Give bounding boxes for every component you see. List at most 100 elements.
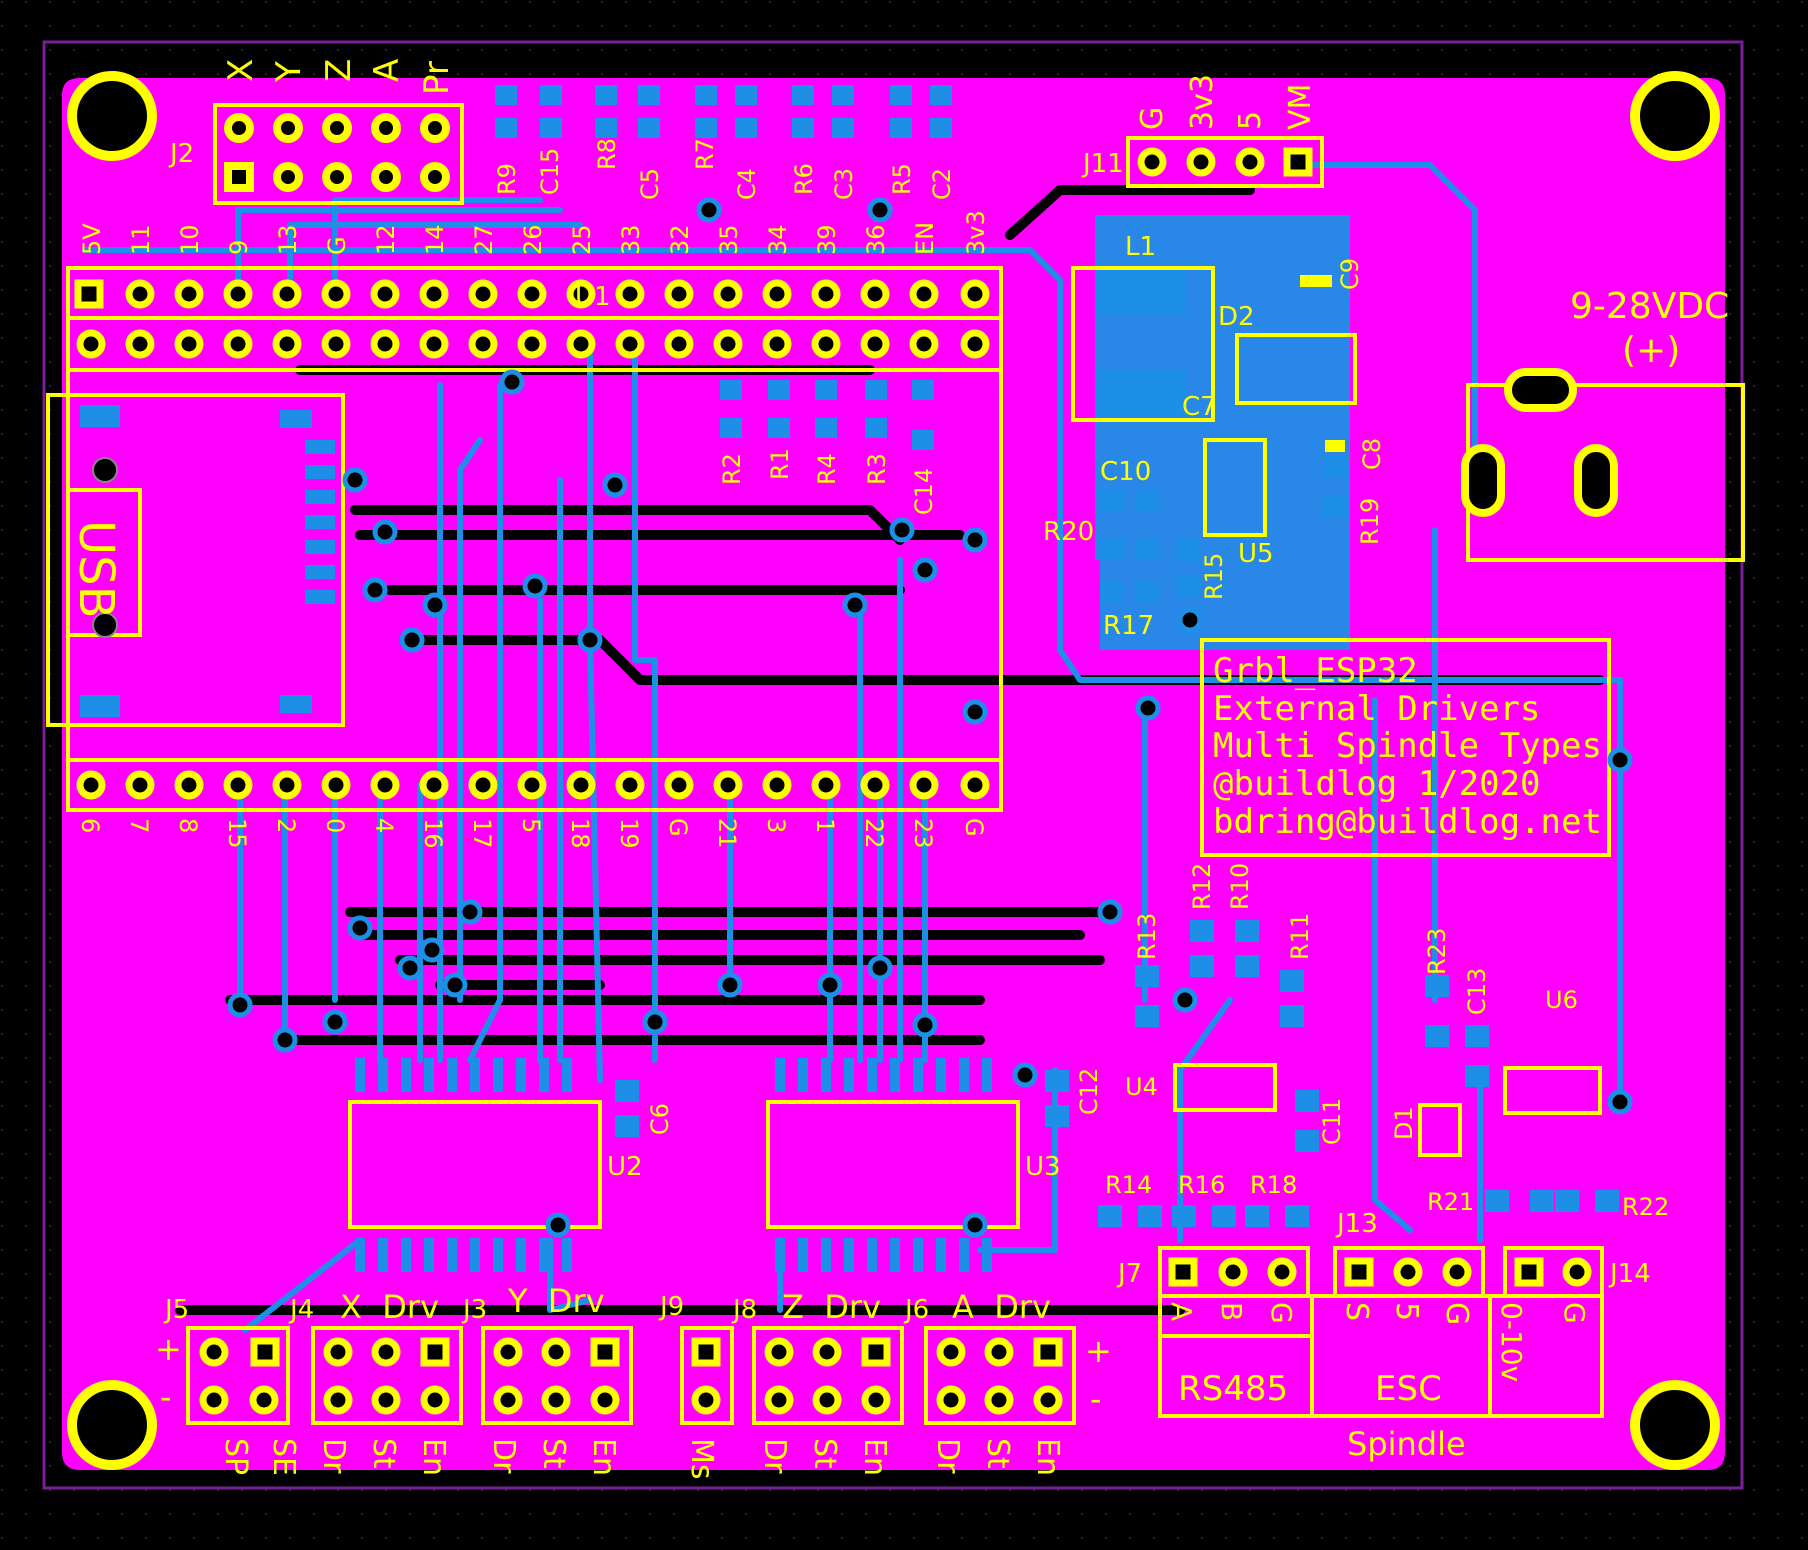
esp-top-label: 25 [568,224,596,255]
esp-bottom-label: 4 [370,818,398,833]
u4-labels: R12 R10 R13 R11 U4 C11 R14 R16 R18 [1105,863,1346,1199]
j6-label-dr: Dr [930,1438,965,1474]
esp-bottom-label: 16 [419,818,447,849]
driver-labels: U2 C6 U3 C12 [607,1068,1103,1182]
esp-bottom-label: 7 [125,818,153,833]
label-c12: C12 [1075,1068,1103,1115]
esp-bottom-label: 0 [321,818,349,833]
j3-ref: J3 [461,1295,487,1325]
esp-bottom-label: 1 [811,818,839,833]
j3-label-st: St [536,1438,571,1469]
label-r22: R22 [1622,1193,1669,1221]
esp-bottom-label: 18 [566,818,594,849]
j6-ref: J6 [903,1295,929,1325]
j11-pin-labels: G 3v3 5 VM [1135,74,1318,130]
label-r13: R13 [1133,913,1161,960]
j11-pin-5: 5 [1233,111,1268,130]
u3-chip [766,1058,1069,1272]
usb-label: USB [68,520,124,619]
esp-top-pin-row [74,279,990,359]
j7-label-g: G [1265,1302,1298,1324]
j2-ref: J2 [168,139,194,169]
esp-top-label: 10 [176,224,204,255]
esp-top-label: 36 [862,224,890,255]
j5-minus: - [160,1378,172,1416]
label-r5: R5 [888,163,916,195]
j9-label-ms: Ms [684,1438,719,1480]
j11-pin-g: G [1135,107,1170,130]
esp-bottom-label: 5 [517,818,545,833]
label-c13: C13 [1463,968,1491,1015]
dc-jack [1461,368,1745,562]
esp-top-label: EN [911,222,939,255]
esp-bottom-label: 2 [272,818,300,833]
esp-bottom-label: 8 [174,818,202,833]
label-d2: D2 [1218,302,1255,332]
title-line-2: External Drivers [1213,689,1541,729]
bottom-connectors [186,1246,1604,1425]
u6-area [1418,975,1619,1212]
label-c10: C10 [1100,457,1151,487]
j8-label-dr: Dr [757,1438,792,1474]
title-line-5: bdring@buildlog.net [1213,802,1602,842]
esp-top-label: 13 [274,224,302,255]
esp-top-label: 14 [421,224,449,255]
label-u4: U4 [1125,1073,1158,1101]
label-c14: C14 [910,468,938,515]
esp-top-label: 32 [666,224,694,255]
power-input-label: 9-28VDC [1570,286,1729,327]
j13-label-s: S [1339,1302,1374,1321]
label-r4: R4 [813,453,841,485]
label-r7: R7 [691,138,719,170]
j2-pin-x: X [221,59,261,82]
j3-label-en: En [586,1438,621,1476]
j4-label-st: St [366,1438,401,1469]
j11-ref: J11 [1081,149,1124,179]
esp-top-label: 27 [470,224,498,255]
esp-top-label: 5V [78,223,106,255]
label-u3: U3 [1025,1152,1061,1182]
j2-pin-labels: X Y Z A Pr [221,59,457,95]
esp-bottom-pin-row [76,770,990,800]
esp-top-label: 11 [127,224,155,255]
esp-bottom-label: 15 [223,818,251,849]
esp-bottom-label: 3 [762,818,790,833]
power-labels: L1 C9 D2 C7 C10 C8 R20 R19 U5 R15 R17 [1043,232,1386,641]
label-r15: R15 [1200,553,1228,600]
j7-label-a: A [1165,1302,1198,1321]
esp-bottom-label: 23 [909,818,937,849]
label-r6: R6 [790,163,818,195]
label-r23: R23 [1423,928,1451,975]
j4-title: X Drv [340,1288,439,1326]
label-c6: C6 [646,1103,674,1135]
j4-ref: J4 [288,1295,314,1325]
esp-bottom-label: 6 [76,818,104,833]
j6-label-st: St [980,1438,1015,1469]
esp-bottom-labels: 6 7 8 15 2 0 4 16 17 5 18 19 G 21 3 1 22… [76,818,988,849]
esp-top-labels: 5V 11 10 9 13 G 12 14 27 26 25 33 32 35 … [78,210,990,255]
label-c9: C9 [1336,258,1364,290]
esp-bottom-label: G [664,818,692,837]
top-smd-labels: R9 C15 R8 C5 R7 C4 R6 C3 R5 C2 [493,138,956,200]
label-u6: U6 [1545,986,1578,1014]
label-r17: R17 [1103,611,1154,641]
esp-top-label: 34 [764,224,792,255]
j5-label-sp: SP [218,1438,253,1475]
j13-ref: J13 [1335,1209,1378,1239]
j8-ref: J8 [731,1295,757,1325]
label-d1: D1 [1390,1106,1418,1140]
j11-header [1126,136,1324,188]
label-c5: C5 [636,168,664,200]
j6-title: A Drv [952,1288,1051,1326]
top-smd-row [495,85,952,138]
label-u2: U2 [607,1152,643,1182]
label-r14: R14 [1105,1171,1152,1199]
esp-top-label: 26 [519,224,547,255]
resistor-bank-labels: R2 R1 R4 R3 C14 [718,448,938,515]
power-regulator [1071,266,1357,604]
j2-pin-y: Y [269,61,309,83]
j8-label-en: En [857,1438,892,1476]
vias [227,197,1633,1238]
j4-label-en: En [416,1438,451,1476]
